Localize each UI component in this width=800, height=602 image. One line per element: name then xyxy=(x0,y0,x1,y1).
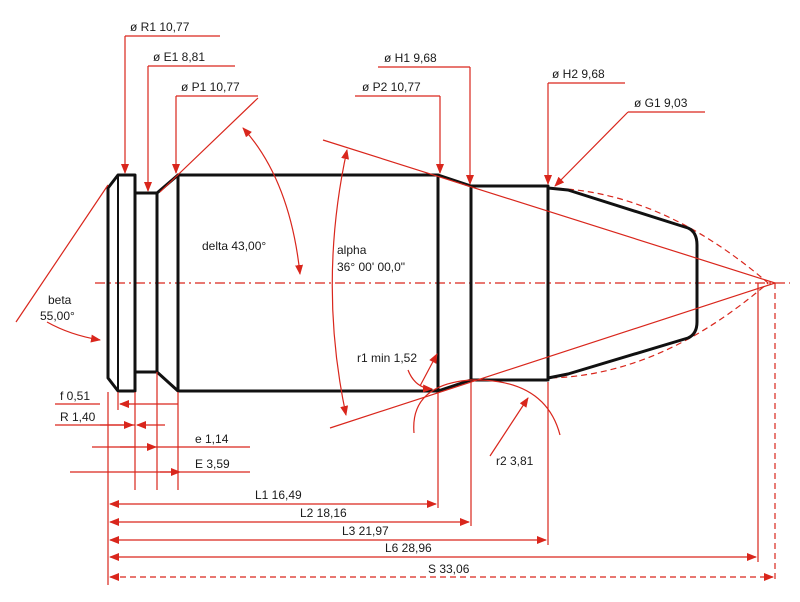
beta-line-upper xyxy=(15,184,109,323)
alpha-line-lower xyxy=(329,282,776,429)
label-alpha-1: alpha xyxy=(337,243,367,257)
label-L3: L3 21,97 xyxy=(342,524,389,538)
label-R: R 1,40 xyxy=(60,410,96,424)
alpha-arc xyxy=(331,149,349,416)
label-p2: ø P2 10,77 xyxy=(362,80,421,94)
label-beta-2: 55,00° xyxy=(40,309,75,323)
label-L2: L2 18,16 xyxy=(300,506,347,520)
label-e1: ø E1 8,81 xyxy=(153,50,205,64)
bottom-small-dimensions xyxy=(55,372,250,585)
delta-arc xyxy=(242,127,304,275)
alpha-line-upper xyxy=(322,139,776,284)
r1-leader xyxy=(407,369,433,393)
bullet-ogive-outline xyxy=(547,187,769,379)
cartridge-outline xyxy=(106,173,699,393)
label-beta-1: beta xyxy=(48,293,72,307)
label-h1: ø H1 9,68 xyxy=(384,51,437,65)
label-r1min: r1 min 1,52 xyxy=(357,351,417,365)
top-dimension-leaders xyxy=(121,35,705,192)
label-delta: delta 43,00° xyxy=(202,239,266,253)
label-r1: ø R1 10,77 xyxy=(130,20,190,34)
label-g1: ø G1 9,03 xyxy=(634,96,688,110)
label-E: E 3,59 xyxy=(195,457,230,471)
r1-leader-2 xyxy=(419,353,438,387)
label-L1: L1 16,49 xyxy=(255,488,302,502)
label-alpha-2: 36° 00' 00,0" xyxy=(337,260,405,274)
label-S: S 33,06 xyxy=(428,562,470,576)
r2-leader xyxy=(489,397,529,457)
label-e: e 1,14 xyxy=(195,432,229,446)
delta-line xyxy=(159,97,259,193)
label-p1: ø P1 10,77 xyxy=(181,80,240,94)
label-f: f 0,51 xyxy=(60,389,90,403)
length-dimensions xyxy=(109,283,776,581)
beta-arc xyxy=(46,321,101,343)
label-h2: ø H2 9,68 xyxy=(552,67,605,81)
label-L6: L6 28,96 xyxy=(385,541,432,555)
label-r2: r2 3,81 xyxy=(496,454,534,468)
r2-arc xyxy=(413,379,561,436)
